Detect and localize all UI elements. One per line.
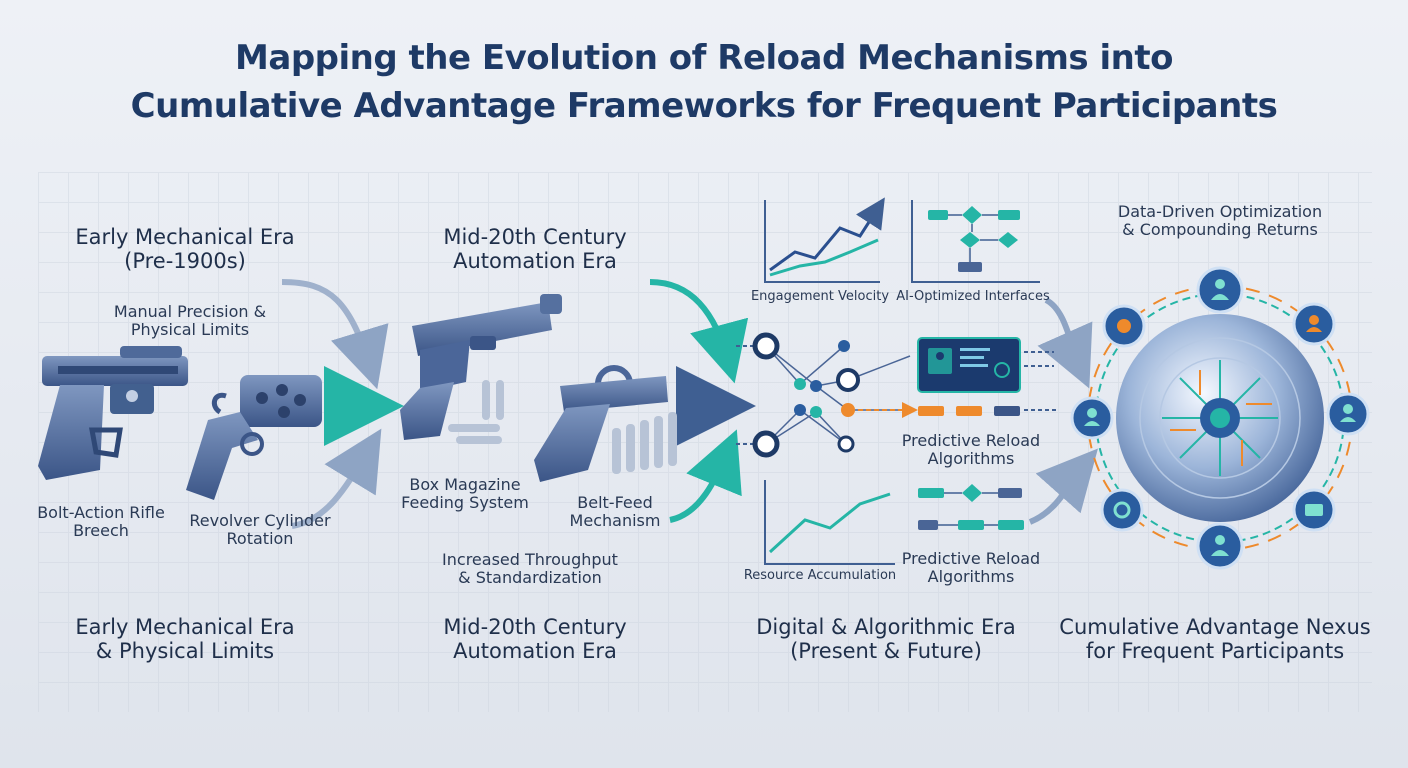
- bottom-nexus-line-1: Cumulative Advantage Nexus: [1059, 615, 1371, 639]
- arrow-early-top: [281, 279, 389, 390]
- ammo-cartridges-small: [448, 380, 504, 444]
- bottom-nexus-line-2: for Frequent Participants: [1085, 639, 1345, 664]
- flow-arrows: [281, 279, 1098, 529]
- bottom-early-line-1: Early Mechanical Era: [75, 615, 295, 639]
- belt-feed-label: Belt-Feed Mechanism: [560, 493, 670, 531]
- ammo-belt: [612, 412, 677, 474]
- resource-accumulation-label: Resource Accumulation: [743, 568, 897, 583]
- orange-pipeline: [858, 402, 1058, 418]
- dashboard-screen: [917, 337, 1054, 393]
- mid-era-title: Mid-20th Century: [443, 225, 627, 249]
- revolver-line-2: Rotation: [226, 529, 294, 549]
- manual-precision-line-1: Manual Precision &: [113, 302, 267, 321]
- manual-precision-line-2: Physical Limits: [130, 320, 250, 340]
- bolt-action-label: Bolt-Action Rifle Breech: [26, 503, 176, 541]
- data-driven-line-2: & Compounding Returns: [1122, 220, 1318, 240]
- nexus-node-top: [1196, 266, 1244, 314]
- predictive-1-line-1: Predictive Reload: [901, 431, 1041, 450]
- bolt-action-rifle-illustration: [38, 346, 188, 480]
- box-magazine-line-2: Feeding System: [401, 493, 529, 513]
- ai-interfaces-label: AI-Optimized Interfaces: [896, 289, 1050, 304]
- early-era-years: (Pre-1900s): [124, 249, 246, 274]
- mid-era-subtitle: Automation Era: [453, 249, 617, 274]
- bottom-mid-line-1: Mid-20th Century: [443, 615, 627, 639]
- neural-network-illustration: [736, 332, 911, 458]
- bolt-action-line-2: Breech: [73, 521, 129, 541]
- arrow-digital-bottom: [1028, 448, 1098, 525]
- box-magazine-line-1: Box Magazine: [409, 475, 521, 494]
- belt-feed-line-1: Belt-Feed: [577, 493, 653, 512]
- revolver-line-1: Revolver Cylinder: [189, 511, 331, 530]
- bottom-digital-line-1: Digital & Algorithmic Era: [756, 615, 1016, 639]
- belt-feed-pistol-illustration: [534, 365, 677, 482]
- belt-feed-line-2: Mechanism: [569, 511, 661, 531]
- arrow-digital-top: [1037, 297, 1093, 389]
- data-driven-label: Data-Driven Optimization & Compounding R…: [1080, 202, 1360, 240]
- throughput-label: Increased Throughput & Standardization: [420, 550, 640, 588]
- box-magazine-label: Box Magazine Feeding System: [390, 475, 540, 513]
- bottom-digital-era-label: Digital & Algorithmic Era (Present & Fut…: [736, 615, 1036, 663]
- arrow-early-bottom: [291, 428, 382, 529]
- resource-accumulation-chart: [764, 480, 895, 565]
- nexus-node-top-right: [1292, 302, 1336, 346]
- throughput-line-2: & Standardization: [458, 568, 602, 588]
- predictive-2-line-2: Algorithms: [927, 567, 1015, 587]
- nexus-node-bottom: [1196, 522, 1244, 570]
- data-driven-line-1: Data-Driven Optimization: [1117, 202, 1323, 221]
- page-title-line-1: Mapping the Evolution of Reload Mechanis…: [235, 38, 1173, 78]
- mid-era-label: Mid-20th Century Automation Era: [400, 225, 670, 273]
- throughput-line-1: Increased Throughput: [442, 550, 618, 569]
- bottom-digital-line-2: (Present & Future): [790, 639, 982, 664]
- page-title-line-2: Cumulative Advantage Frameworks for Freq…: [130, 86, 1278, 126]
- box-magazine-pistol-illustration: [400, 294, 562, 444]
- manual-precision-label: Manual Precision & Physical Limits: [80, 302, 300, 340]
- engagement-velocity-chart: [764, 197, 885, 283]
- arrow-mid-top: [649, 279, 749, 384]
- revolver-label: Revolver Cylinder Rotation: [180, 511, 340, 549]
- predictive-2-line-1: Predictive Reload: [901, 549, 1041, 568]
- bolt-action-line-1: Bolt-Action Rifle: [37, 503, 165, 522]
- bottom-mid-era-label: Mid-20th Century Automation Era: [400, 615, 670, 663]
- early-era-title: Early Mechanical Era: [75, 225, 295, 249]
- nexus-node-top-left: [1102, 304, 1146, 348]
- revolver-illustration: [186, 375, 322, 500]
- predictive-reload-label-2: Predictive Reload Algorithms: [886, 549, 1056, 587]
- bottom-mid-line-2: Automation Era: [453, 639, 617, 664]
- bottom-early-line-2: & Physical Limits: [95, 639, 275, 664]
- arrow-mid-bottom: [669, 429, 742, 523]
- ai-interfaces-flowchart: [911, 200, 1040, 283]
- bottom-early-era-label: Early Mechanical Era & Physical Limits: [40, 615, 330, 663]
- reload-flowchart-bottom: [918, 484, 1024, 530]
- nexus-node-right: [1326, 392, 1370, 436]
- engagement-velocity-label: Engagement Velocity: [750, 289, 890, 304]
- early-era-label: Early Mechanical Era (Pre-1900s): [40, 225, 330, 273]
- nexus-node-left: [1070, 396, 1114, 440]
- nexus-node-bottom-left: [1100, 488, 1144, 532]
- predictive-reload-label-1: Predictive Reload Algorithms: [886, 431, 1056, 469]
- bottom-nexus-label: Cumulative Advantage Nexus for Frequent …: [1050, 615, 1380, 663]
- nexus-node-bottom-right: [1292, 488, 1336, 532]
- predictive-1-line-2: Algorithms: [927, 449, 1015, 469]
